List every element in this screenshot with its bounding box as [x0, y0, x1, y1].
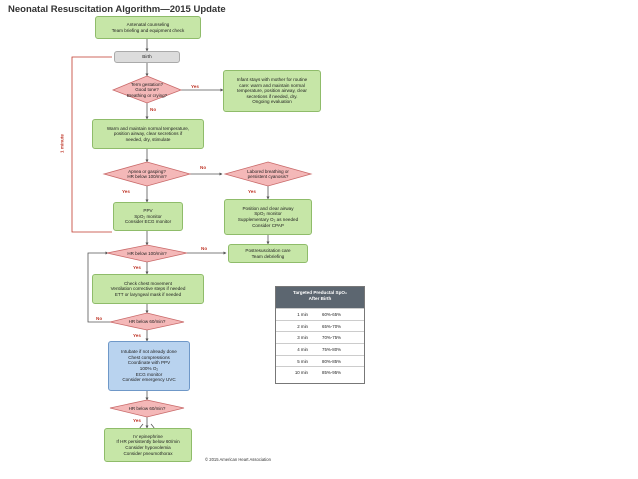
- page-title: Neonatal Resuscitation Algorithm—2015 Up…: [8, 4, 226, 15]
- box-warm: Warm and maintain normal temperature,pos…: [92, 119, 204, 149]
- spo2-table-header: Targeted Preductal SpO₂ After Birth: [276, 287, 364, 308]
- label-one-minute: 1 minute: [59, 134, 65, 153]
- decision-hr60a-shape: [109, 312, 185, 331]
- label-no-apnea: No: [200, 165, 207, 170]
- label-no-hr100: No: [201, 246, 208, 251]
- decision-hr60b: HR below 60/min?: [128, 405, 166, 411]
- spo2-table: Targeted Preductal SpO₂ After Birth 1 mi…: [275, 286, 365, 384]
- label-yes-hr60b: Yes: [133, 418, 141, 423]
- decision-labored-shape: [223, 161, 313, 187]
- decision-hr60a: HR below 60/min?: [128, 318, 166, 324]
- decision-hr60b-shape: [109, 399, 185, 418]
- label-yes-apnea: Yes: [122, 189, 130, 194]
- box-birth: Birth: [114, 51, 180, 63]
- label-no-term: No: [150, 107, 157, 112]
- label-yes-term: Yes: [191, 84, 199, 89]
- label-yes-labored: Yes: [248, 189, 256, 194]
- decision-apnea: Apnea or gasping?HR below 100/min?: [127, 168, 167, 179]
- one-minute-bracket: [71, 56, 112, 233]
- decision-term: Term gestation?Good tone?Breathing or cr…: [126, 81, 168, 98]
- decision-hr100-shape: [106, 244, 188, 263]
- decision-apnea-shape: [102, 161, 192, 187]
- label-yes-hr100: Yes: [133, 265, 141, 270]
- decision-hr100: HR below 100/min?: [127, 250, 167, 256]
- decision-term-shape: [111, 75, 183, 104]
- label-no-hr60a: No: [96, 316, 103, 321]
- arrow-hr60a-loop: [87, 251, 112, 323]
- label-yes-hr60a: Yes: [133, 333, 141, 338]
- copyright: © 2015 American Heart Association: [205, 457, 271, 462]
